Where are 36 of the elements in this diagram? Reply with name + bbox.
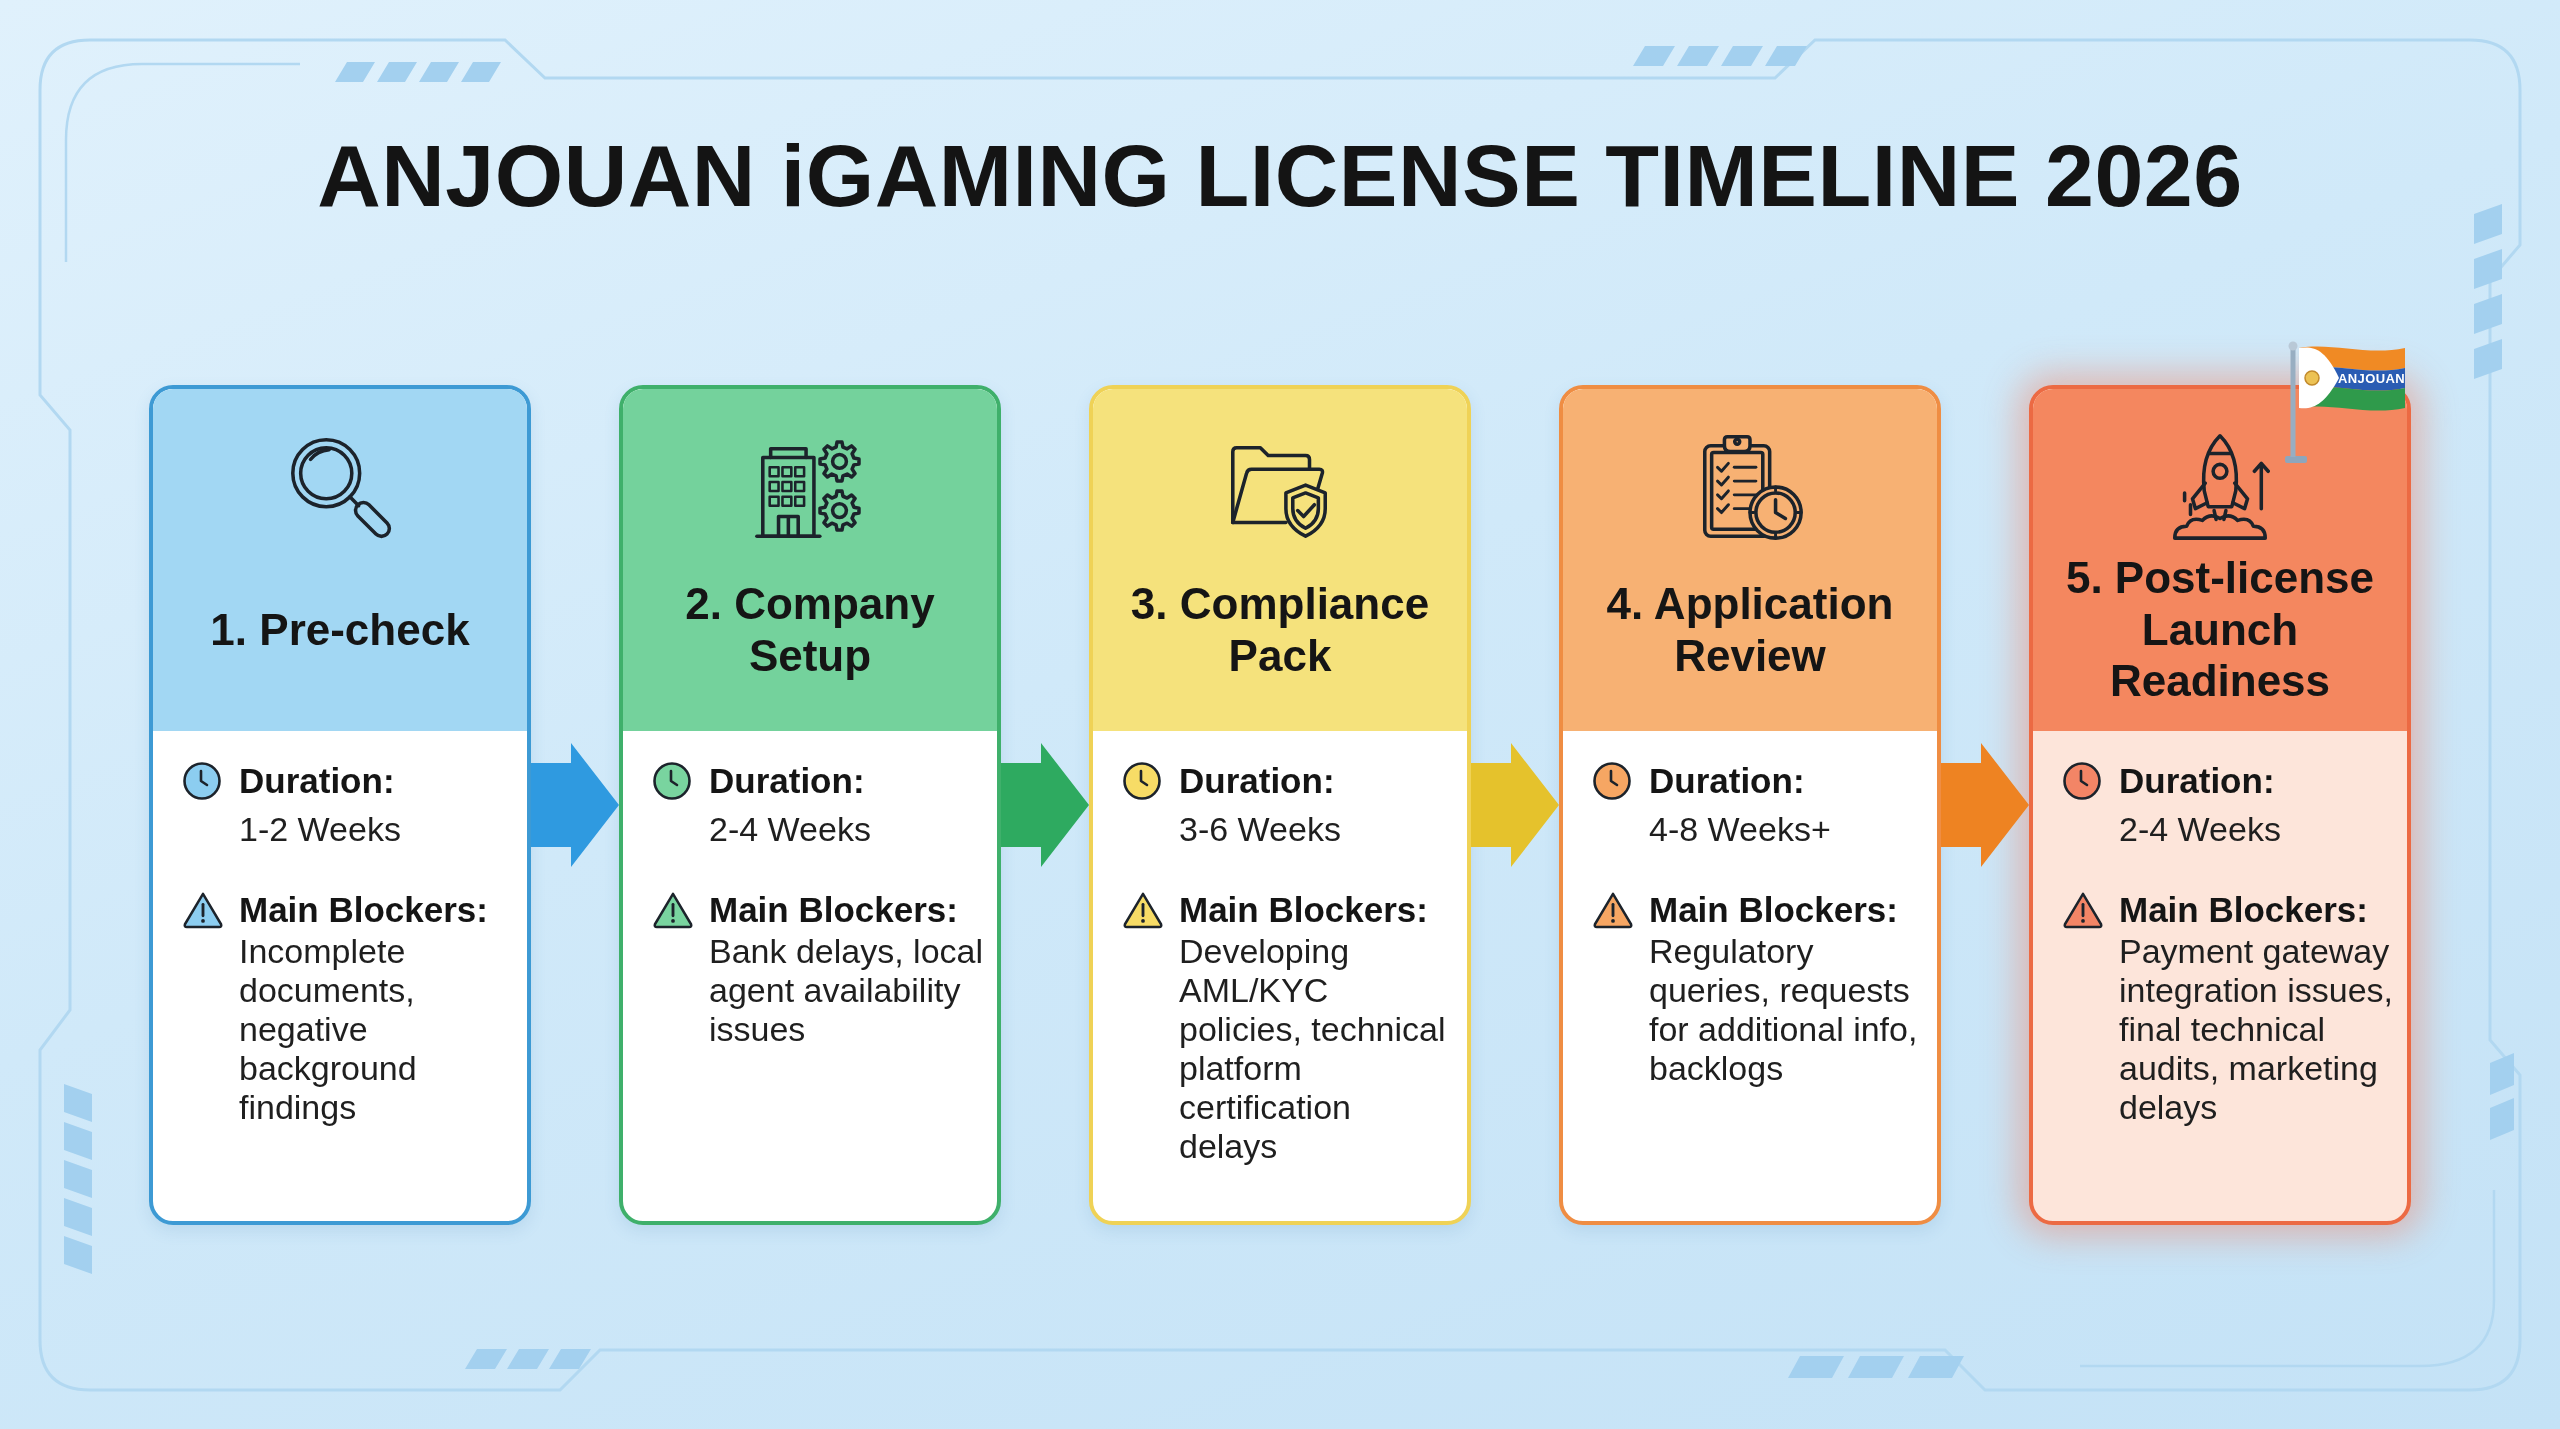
stage-card: [2029, 385, 2411, 1225]
stage-card: [1089, 385, 1471, 1225]
arrow: [531, 743, 619, 867]
duration-value: 3-6 Weeks: [1179, 809, 1341, 850]
stage-title: 5. Post-license Launch Readiness: [2064, 551, 2376, 708]
blockers-text: Incomplete documents, negative background findings: [239, 932, 418, 1127]
arrow: [1001, 743, 1089, 867]
section-heading: Main Blockers:: [709, 889, 958, 931]
stage-title: 2. Company Setup: [684, 577, 936, 682]
blockers-text: Developing AML/KYC policies, technical platform certification delays: [1179, 932, 1447, 1166]
stage-title: 4. Application Review: [1605, 577, 1895, 682]
stage-title: 1. Pre-check: [210, 603, 470, 656]
stage-card: [1559, 385, 1941, 1225]
duration-value: 2-4 Weeks: [709, 809, 871, 850]
blockers-text: Payment gateway integration issues, final technical audits, marketing delays: [2119, 932, 2395, 1127]
section-heading: Main Blockers:: [1179, 889, 1428, 931]
duration-value: 1-2 Weeks: [239, 809, 401, 850]
section-heading: Duration:: [239, 760, 395, 802]
arrow: [1941, 743, 2029, 867]
duration-value: 4-8 Weeks+: [1649, 809, 1831, 850]
flag-label: ANJOUAN: [2338, 371, 2406, 387]
section-heading: Main Blockers:: [1649, 889, 1898, 931]
stage-title: 3. Compliance Pack: [1129, 577, 1431, 682]
page-title: ANJOUAN iGAMING LICENSE TIMELINE 2026: [317, 128, 2243, 225]
section-heading: Duration:: [1649, 760, 1805, 802]
arrow: [1471, 743, 1559, 867]
blockers-text: Regulatory queries, requests for additional info, backlogs: [1649, 932, 1919, 1088]
stage-card: [149, 385, 531, 1225]
section-heading: Duration:: [1179, 760, 1335, 802]
section-heading: Duration:: [2119, 760, 2275, 802]
blockers-text: Bank delays, local agent availability issues: [709, 932, 985, 1049]
section-heading: Duration:: [709, 760, 865, 802]
stage-card: [619, 385, 1001, 1225]
duration-value: 2-4 Weeks: [2119, 809, 2281, 850]
section-heading: Main Blockers:: [2119, 889, 2368, 931]
section-heading: Main Blockers:: [239, 889, 488, 931]
